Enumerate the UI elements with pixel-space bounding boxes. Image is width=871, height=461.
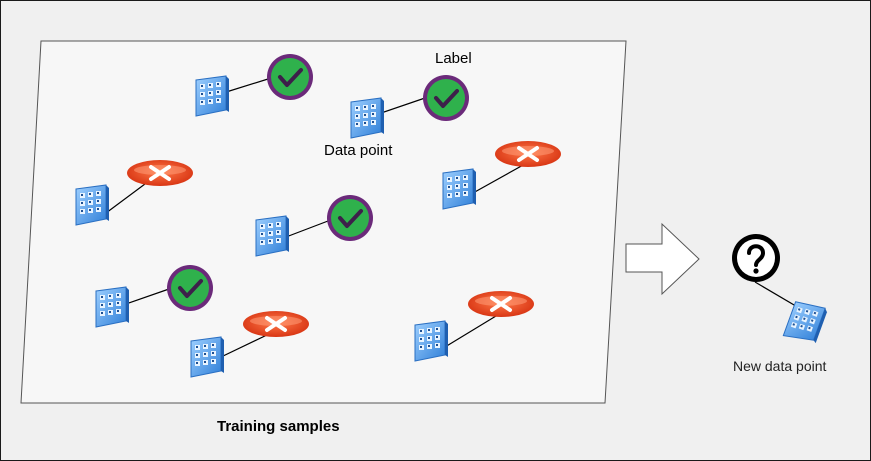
new-data-point-caption: New data point [733,358,827,374]
data-point-icon [255,215,290,257]
data-point-caption: Data point [324,142,393,159]
cross-icon [493,139,563,169]
check-icon [165,263,215,313]
question-icon [732,234,780,282]
new-data-point-icon [782,297,829,348]
cross-icon [466,289,536,319]
data-point-icon [195,75,230,117]
check-icon [265,52,315,102]
data-point-icon [350,97,385,139]
cross-icon [241,309,311,339]
training-samples-panel [20,40,627,404]
check-icon [325,193,375,243]
cross-icon [125,158,195,188]
data-point-icon [95,286,130,328]
data-point-icon [190,336,225,378]
data-point-icon [75,184,110,226]
right-arrow-icon [625,222,700,296]
data-point-icon [442,168,477,210]
label-caption: Label [435,50,472,67]
data-point-icon [414,320,449,362]
check-icon [421,73,471,123]
training-samples-caption: Training samples [217,418,340,435]
